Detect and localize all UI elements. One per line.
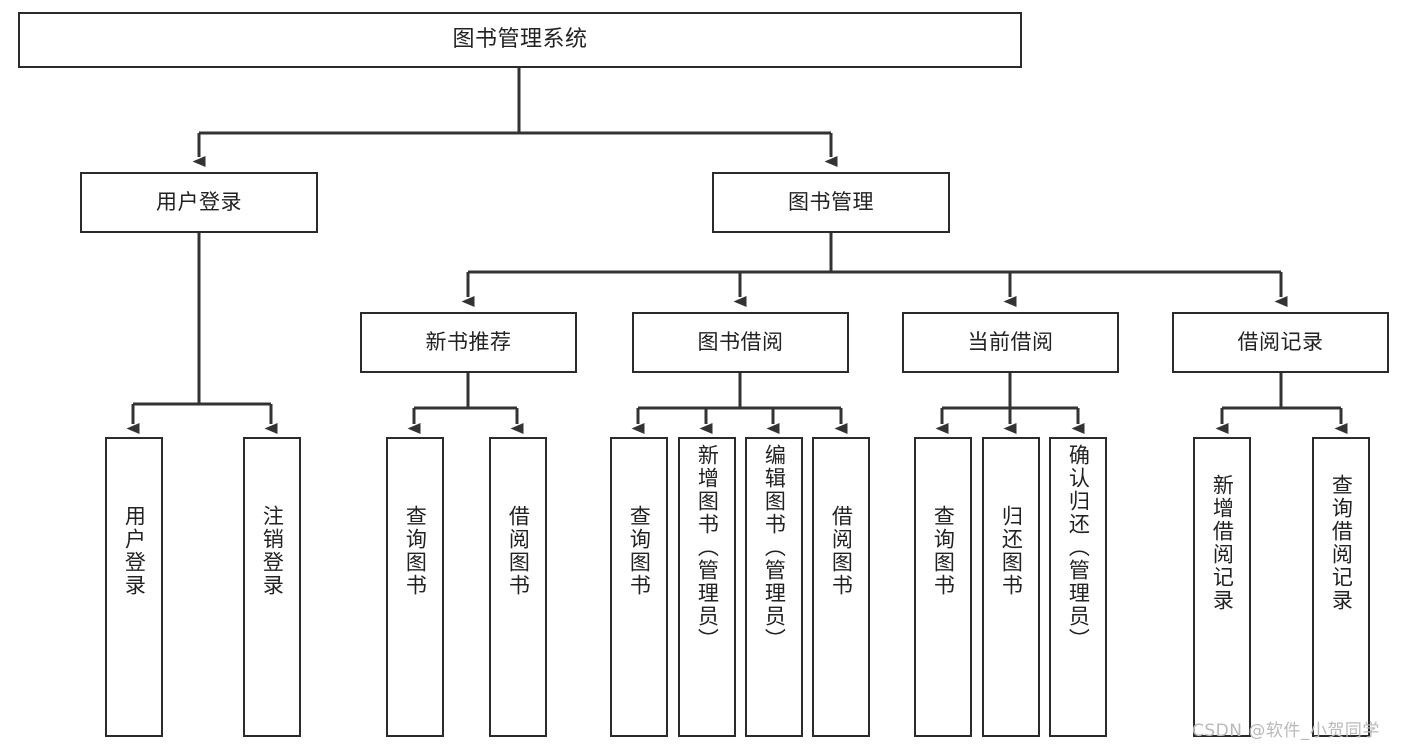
node-label: 新增借阅记录	[1210, 474, 1235, 612]
leaf-return-book[interactable]: 归还图书	[982, 437, 1040, 737]
node-label: 查询借阅记录	[1329, 474, 1354, 612]
node-user-login[interactable]: 用户登录	[80, 172, 318, 233]
node-label: 新增图书（管理员）	[695, 444, 720, 651]
node-label: 确认归还（管理员）	[1066, 444, 1091, 651]
leaf-query-book-3[interactable]: 查询图书	[914, 437, 972, 737]
leaf-user-login[interactable]: 用户登录	[105, 437, 163, 737]
node-label: 借阅图书	[506, 505, 531, 597]
node-label: 图书管理系统	[452, 27, 588, 53]
node-root-system[interactable]: 图书管理系统	[18, 12, 1022, 68]
leaf-edit-book[interactable]: 编辑图书（管理员）	[745, 437, 803, 737]
node-label: 新书推荐	[425, 330, 512, 355]
node-book-management[interactable]: 图书管理	[712, 172, 950, 233]
leaf-query-book-1[interactable]: 查询图书	[386, 437, 444, 737]
node-label: 借阅图书	[829, 505, 854, 597]
node-label: 用户登录	[122, 505, 147, 597]
node-label: 查询图书	[627, 505, 652, 597]
leaf-add-record[interactable]: 新增借阅记录	[1193, 437, 1251, 737]
node-label: 图书借阅	[697, 330, 784, 355]
node-label: 归还图书	[999, 505, 1024, 597]
node-label: 查询图书	[403, 505, 428, 597]
node-book-borrow[interactable]: 图书借阅	[632, 312, 849, 373]
leaf-borrow-book-2[interactable]: 借阅图书	[812, 437, 870, 737]
node-label: 注销登录	[260, 505, 285, 597]
leaf-query-book-2[interactable]: 查询图书	[610, 437, 668, 737]
leaf-borrow-book-1[interactable]: 借阅图书	[489, 437, 547, 737]
node-current-borrow[interactable]: 当前借阅	[902, 312, 1119, 373]
node-borrow-record[interactable]: 借阅记录	[1172, 312, 1389, 373]
node-label: 用户登录	[156, 190, 242, 215]
node-label: 当前借阅	[967, 330, 1054, 355]
node-label: 借阅记录	[1237, 330, 1324, 355]
node-label: 查询图书	[931, 505, 956, 597]
leaf-query-record[interactable]: 查询借阅记录	[1312, 437, 1370, 737]
leaf-logout-login[interactable]: 注销登录	[243, 437, 301, 737]
leaf-add-book[interactable]: 新增图书（管理员）	[678, 437, 736, 737]
node-new-book-recommend[interactable]: 新书推荐	[360, 312, 577, 373]
leaf-confirm-return[interactable]: 确认归还（管理员）	[1049, 437, 1107, 737]
csdn-watermark: CSDN @软件_小贺同学	[1192, 721, 1380, 741]
node-label: 编辑图书（管理员）	[762, 444, 787, 651]
node-label: 图书管理	[788, 190, 874, 215]
